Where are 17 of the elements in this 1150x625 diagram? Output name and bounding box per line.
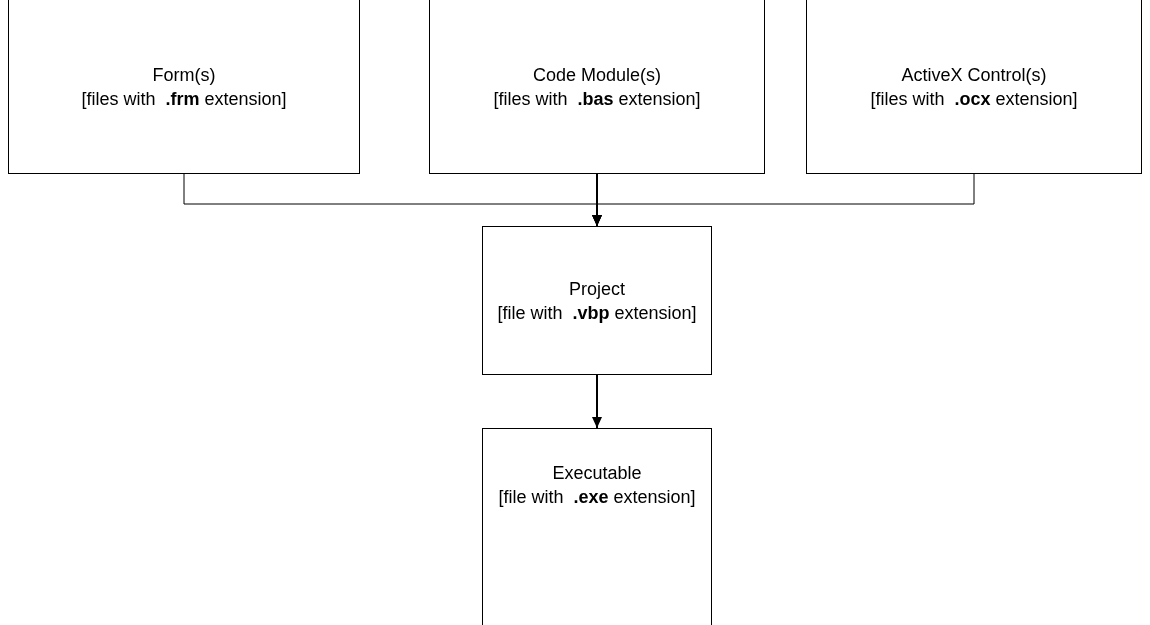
box-title: Code Module(s) [532,63,662,87]
box-title: Form(s) [152,63,216,87]
process-box [429,0,765,174]
box-subtitle: [file with .exe extension] [498,486,696,509]
box-subtitle: [files with .frm extension] [81,87,287,111]
box-title: Project [569,277,625,301]
box-subtitle: [files with .ocx extension] [870,87,1078,111]
box-subtitle: [files with .bas extension] [493,87,701,111]
box-title: Executable [552,462,642,485]
process-box [482,226,712,375]
box-title: ActiveX Control(s) [901,63,1047,87]
process-box [806,0,1142,174]
box-subtitle: [file with .vbp extension] [497,301,697,325]
process-box [482,428,712,625]
process-box [8,0,360,174]
arrow [592,374,602,429]
arrow [592,173,975,227]
